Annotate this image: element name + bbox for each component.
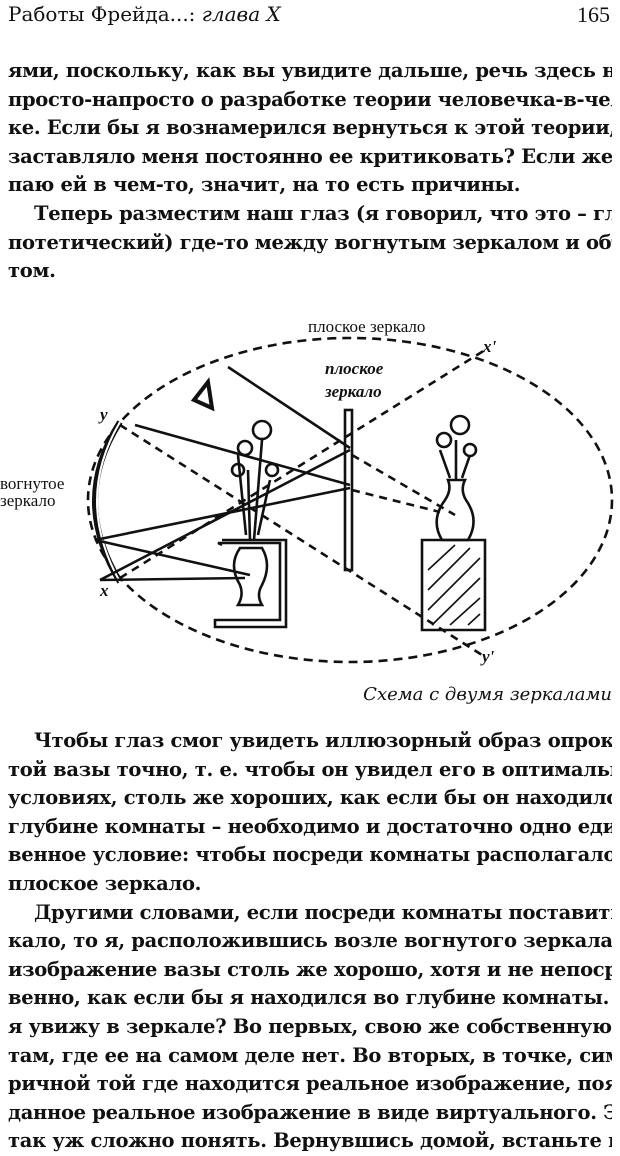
dashed-ellipse — [86, 336, 614, 664]
label-concave-mirror-2: зеркало — [0, 491, 55, 510]
text-line: данное реальное изображение в виде вирту… — [8, 1100, 612, 1124]
text-line: там, где ее на самом деле нет. Во вторых… — [8, 1043, 612, 1067]
text-line: той вазы точно, т. е. чтобы он увидел ег… — [8, 757, 612, 781]
label-plane-mirror-2: зеркало — [324, 382, 382, 401]
running-header: Работы Фрейда...: глава X 165 — [8, 0, 610, 28]
text-line: условиях, столь же хороших, как если бы … — [8, 786, 612, 810]
text-line: венное условие: чтобы посреди комнаты ра… — [8, 843, 612, 867]
vase-with-flowers-left — [213, 419, 288, 629]
label-concave-mirror-1: вогнутое — [0, 474, 64, 493]
page-number: 165 — [577, 2, 610, 27]
text-line: я увижу в зеркале? Во первых, свою же со… — [8, 1014, 612, 1038]
chapter-label: глава X — [201, 2, 281, 26]
text-line: паю ей в чем-то, значит, на то есть прич… — [8, 173, 521, 197]
figure-caption: Схема с двумя зеркалами — [363, 684, 612, 705]
vase-with-flowers-right — [420, 414, 487, 632]
text-line: глубине комнаты – необходимо и достаточн… — [8, 814, 612, 838]
text-line: заставляло меня постоянно ее критиковать… — [8, 144, 612, 168]
text-line: изображение вазы столь же хорошо, хотя и… — [8, 957, 612, 981]
text-line: ричной той где находится реальное изобра… — [8, 1072, 612, 1096]
text-line: Теперь разместим наш глаз (я говорил, чт… — [34, 201, 612, 225]
point-y: y — [98, 405, 108, 424]
point-x: x — [99, 581, 109, 600]
text-line: венно, как если бы я находился во глубин… — [8, 986, 612, 1010]
point-y-prime: y' — [480, 647, 495, 666]
text-line: потетический) где-то между вогнутым зерк… — [8, 230, 612, 254]
eye-icon — [190, 377, 215, 412]
point-x-prime: x' — [482, 337, 497, 356]
text-line: ями, поскольку, как вы увидите дальше, р… — [8, 59, 612, 82]
text-line: том. — [8, 259, 56, 283]
text-line: просто-напросто о разработке теории чело… — [8, 87, 612, 111]
label-plane-mirror-1: плоское — [325, 359, 384, 378]
text-line: Чтобы глаз смог увидеть иллюзорный образ… — [34, 729, 612, 752]
text-line: так уж сложно понять. Вернувшись домой, … — [8, 1129, 612, 1153]
text-line: ке. Если бы я вознамерился вернуться к э… — [8, 116, 612, 140]
label-plane-mirror-top: плоское зеркало — [308, 317, 425, 336]
two-mirrors-diagram: плоское зеркало плоское зеркало вогнутое… — [0, 317, 614, 666]
text-line: плоское зеркало. — [8, 871, 202, 895]
text-line: Другими словами, если посреди комнаты по… — [34, 900, 612, 924]
bottom-text: Чтобы глаз смог увидеть иллюзорный образ… — [8, 727, 612, 1156]
text-line: кало, то я, расположившись возле вогнуто… — [8, 929, 612, 953]
top-text: ями, поскольку, как вы увидите дальше, р… — [8, 57, 612, 286]
book-title: Работы Фрейда...: — [8, 2, 196, 26]
header-title: Работы Фрейда...: глава X — [8, 2, 281, 26]
